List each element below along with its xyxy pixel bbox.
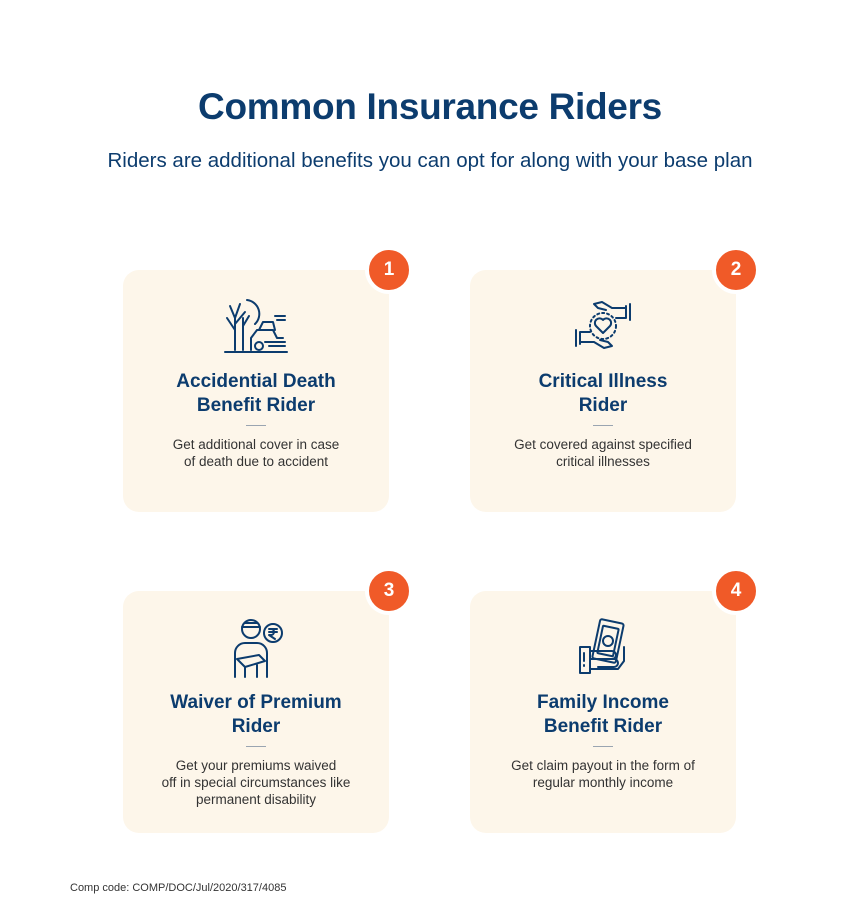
divider xyxy=(593,425,613,426)
card-title: Critical Illness Rider xyxy=(538,371,668,416)
rider-card-accidental-death: 1 Accidential Death Benefit Rider Get ad… xyxy=(123,246,413,512)
card-description: Get claim payout in the form of regular … xyxy=(511,758,695,790)
accident-icon xyxy=(221,290,291,360)
rider-card-critical-illness: 2 Critical Illness Rider Get covered aga… xyxy=(470,246,760,512)
page-subtitle: Riders are additional benefits you can o… xyxy=(107,149,753,172)
card-description: Get additional cover in case of death du… xyxy=(172,437,340,469)
comp-code: Comp code: COMP/DOC/Jul/2020/317/4085 xyxy=(70,882,287,894)
rider-card-family-income: 4 Family Income Benefit Rider Get claim … xyxy=(470,567,760,833)
number-badge: 4 xyxy=(712,567,760,615)
injured-person-rupee-icon xyxy=(221,611,291,681)
card-description: Get covered against specified critical i… xyxy=(514,437,692,469)
page-title: Common Insurance Riders xyxy=(198,86,662,127)
card-title: Family Income Benefit Rider xyxy=(537,692,669,737)
card-description: Get your premiums waived off in special … xyxy=(161,758,351,807)
card-title: Accidential Death Benefit Rider xyxy=(176,371,336,416)
rider-card-waiver-of-premium: 3 Waiver of Premium Rider Get your premi… xyxy=(123,567,413,833)
hand-money-icon xyxy=(568,611,638,681)
divider xyxy=(246,746,266,747)
number-badge: 2 xyxy=(712,246,760,294)
divider xyxy=(246,425,266,426)
divider xyxy=(593,746,613,747)
number-badge: 3 xyxy=(365,567,413,615)
card-title: Waiver of Premium Rider xyxy=(170,692,342,737)
heart-hands-icon xyxy=(568,290,638,360)
number-badge: 1 xyxy=(365,246,413,294)
